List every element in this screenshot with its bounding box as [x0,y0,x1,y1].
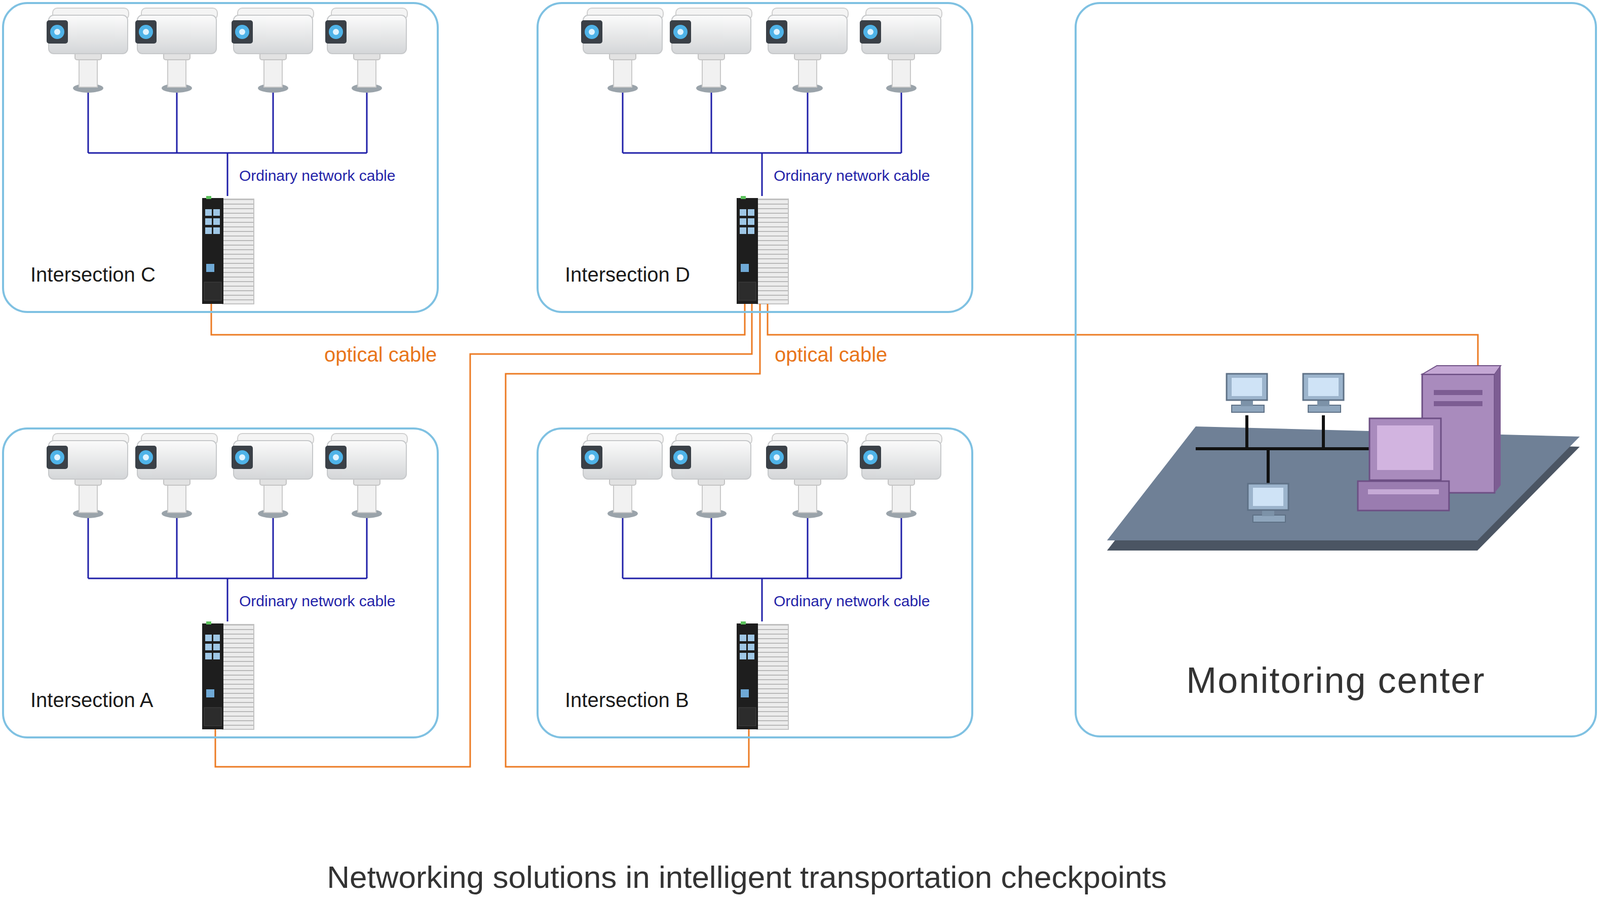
intersection-panel: Intersection D [536,2,974,314]
intersection-panel: Intersection B [536,427,974,739]
intersection-panel: Intersection C [2,2,439,314]
cable-label: Ordinary network cable [239,592,396,611]
cable-label: optical cable [322,343,439,367]
intersection-name: Intersection B [564,689,690,712]
monitoring-center-panel: Monitoring center [1074,2,1597,738]
center-title: Monitoring center [1186,659,1485,702]
cable-label: optical cable [772,343,890,367]
intersection-name: Intersection D [564,263,691,287]
intersection-name: Intersection A [30,689,154,712]
caption: Networking solutions in intelligent tran… [326,859,1167,896]
optical-cable [767,313,1075,335]
cable-label: Ordinary network cable [239,167,396,185]
cable-label: Ordinary network cable [773,592,930,611]
optical-cable [215,313,752,768]
optical-cable [505,313,760,768]
monitoring-network [1107,365,1580,551]
intersection-panel: Intersection A [2,427,439,739]
intersection-name: Intersection C [30,263,156,287]
cable-label: Ordinary network cable [773,167,930,185]
optical-cable [211,313,745,335]
